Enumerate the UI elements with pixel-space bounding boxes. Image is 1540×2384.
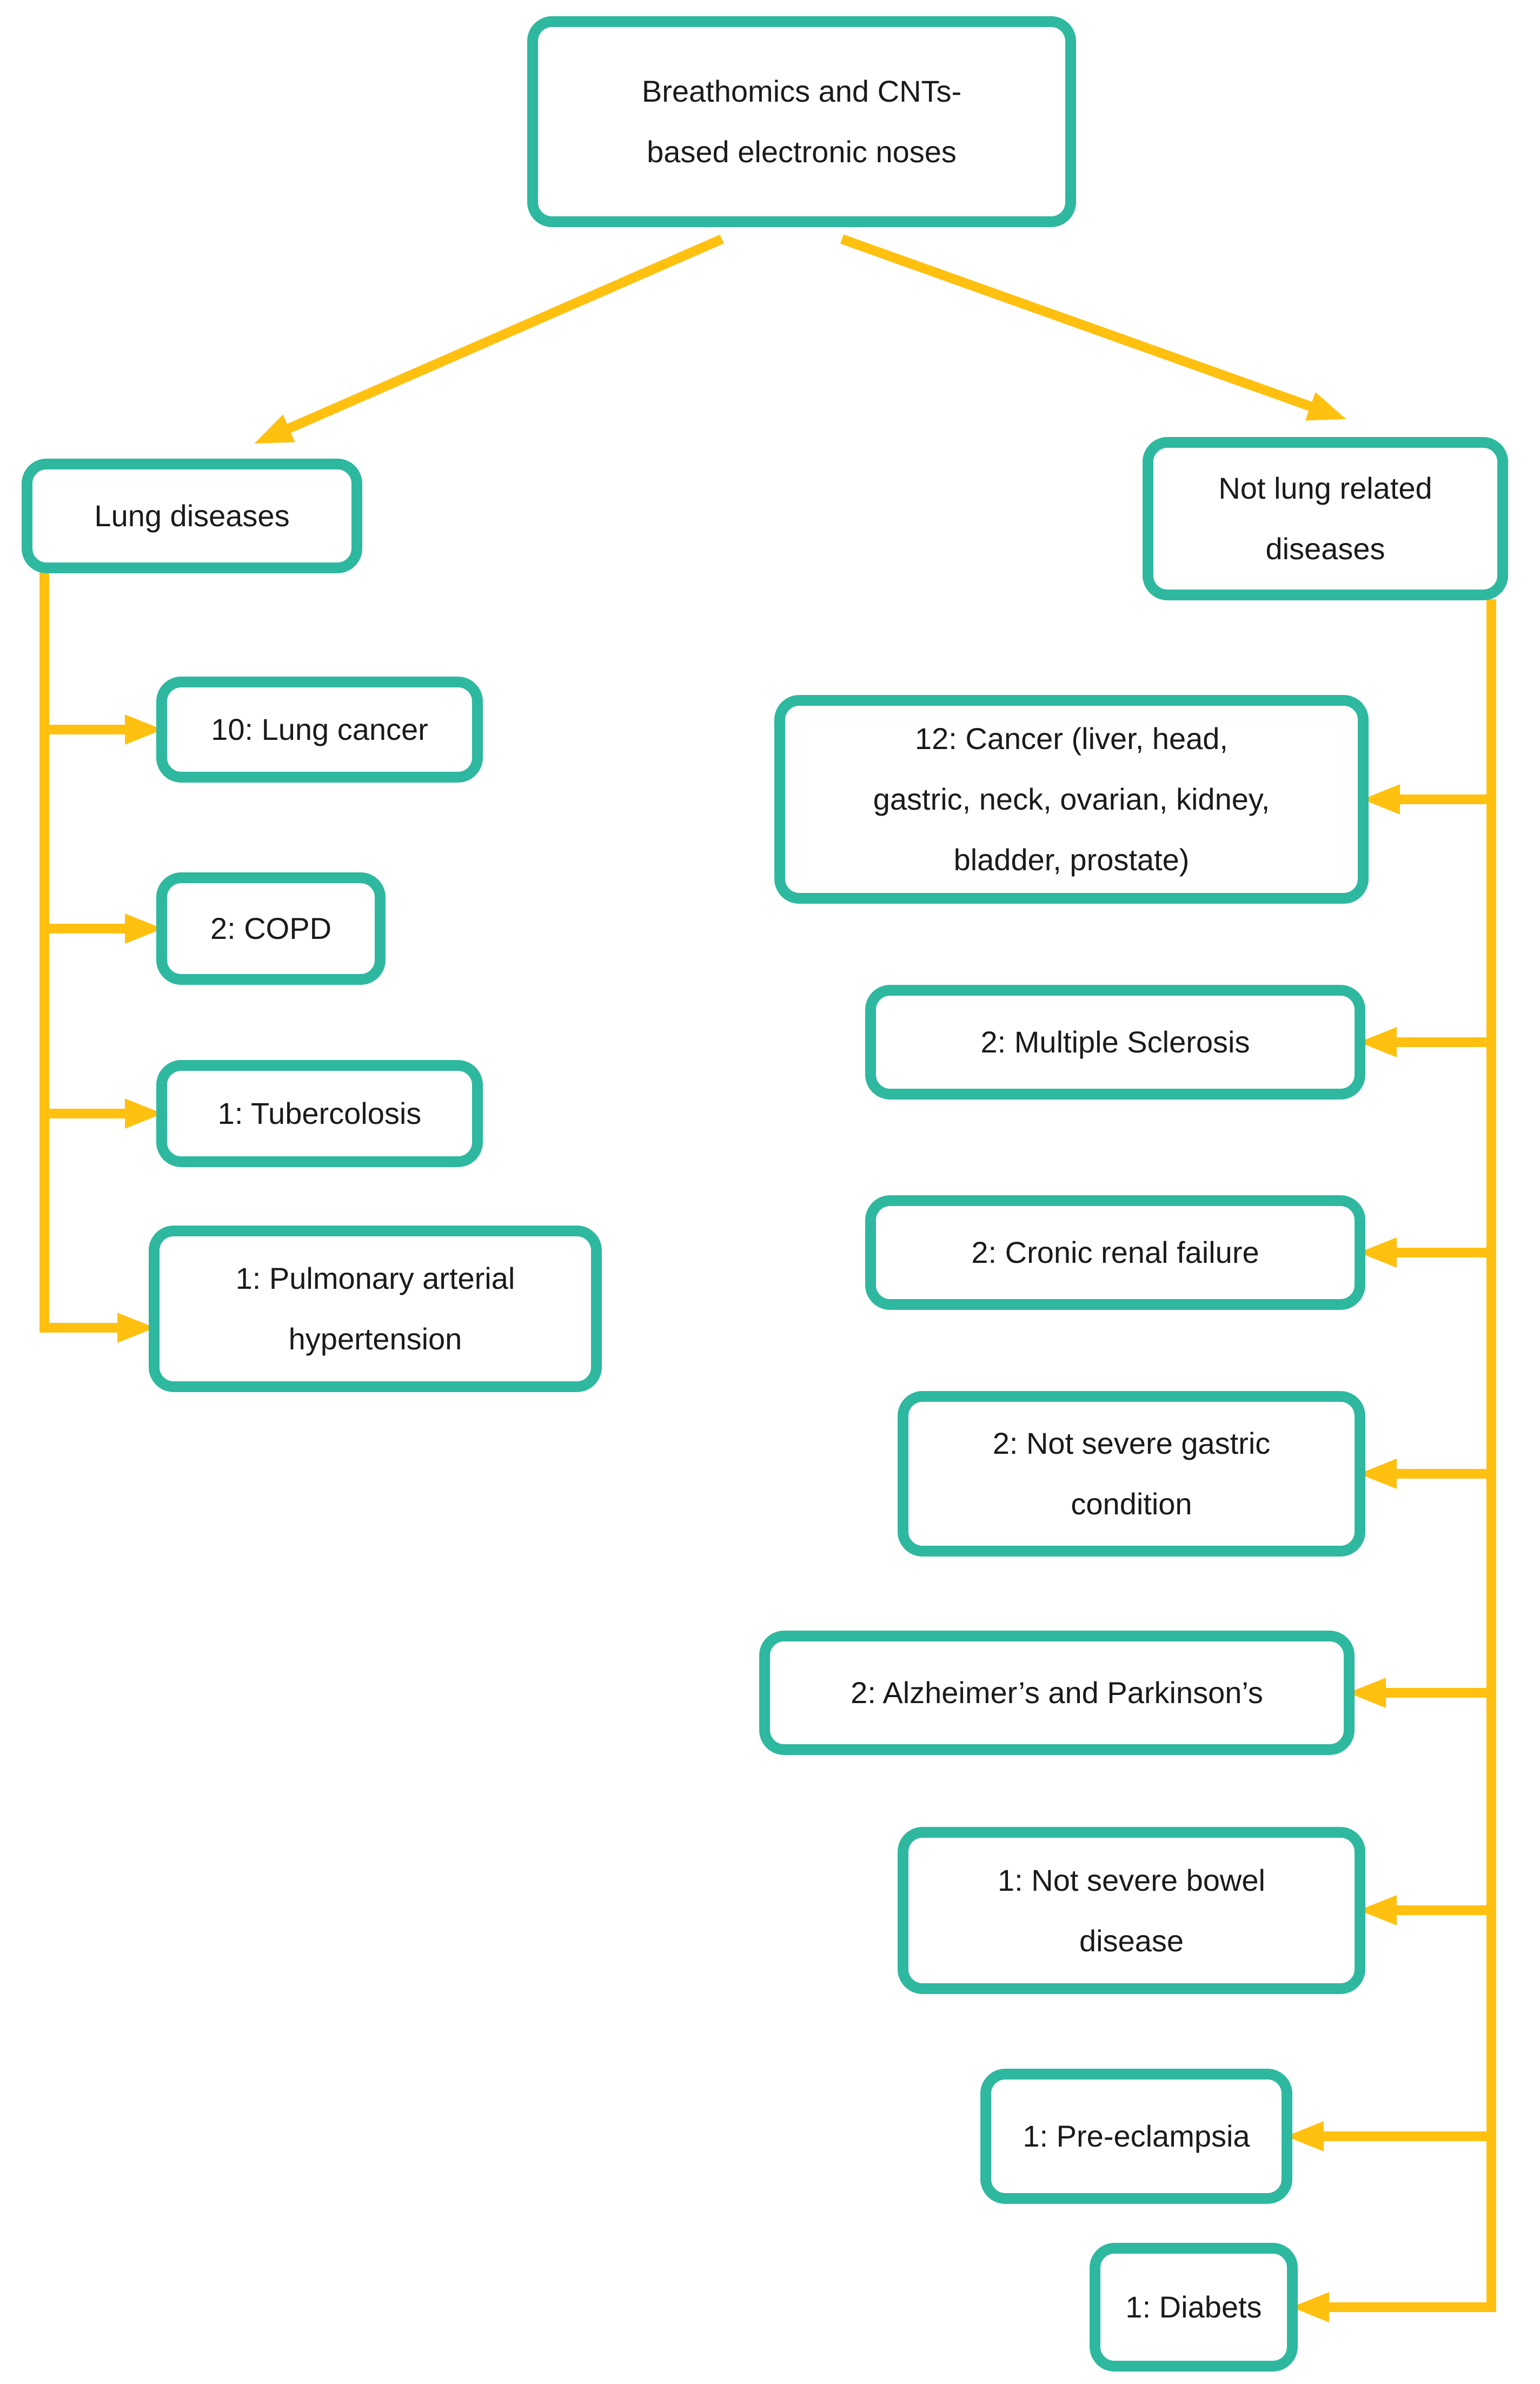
node-not-lung-line2: diseases (1265, 532, 1385, 566)
node-tubercolosis: 1: Tubercolosis (156, 1060, 483, 1167)
node-preeclampsia-label: 1: Pre-eclampsia (1023, 2119, 1250, 2153)
node-pah-line1: 1: Pulmonary arterial (235, 1261, 515, 1295)
node-diabets: 1: Diabets (1090, 2243, 1298, 2372)
node-cancer-12-line3: bladder, prostate) (953, 843, 1190, 877)
node-lung-cancer: 10: Lung cancer (156, 677, 483, 783)
node-alzheimers-parkinsons: 2: Alzheimer’s and Parkinson’s (759, 1631, 1355, 1755)
node-root-line1: Breathomics and CNTs- (641, 74, 962, 108)
trunk-not-lung-with-arrow-diabets (1291, 599, 1496, 2322)
node-alz-label: 2: Alzheimer’s and Parkinson’s (851, 1676, 1263, 1710)
node-pah-line2: hypertension (288, 1322, 462, 1356)
node-pre-eclampsia: 1: Pre-eclampsia (980, 2069, 1292, 2204)
node-bowel-line1: 1: Not severe bowel (998, 1863, 1265, 1897)
node-tubercolosis-label: 1: Tubercolosis (217, 1096, 422, 1130)
node-not-lung-diseases: Not lung related diseases (1143, 437, 1508, 600)
node-root-line2: based electronic noses (647, 135, 957, 169)
node-ms-label: 2: Multiple Sclerosis (980, 1025, 1250, 1059)
node-bowel-disease: 1: Not severe bowel disease (898, 1827, 1365, 1994)
node-copd: 2: COPD (156, 872, 386, 985)
node-pulmonary-arterial-hypertension: 1: Pulmonary arterial hypertension (149, 1226, 602, 1392)
node-root: Breathomics and CNTs- based electronic n… (527, 16, 1076, 227)
node-lung-diseases: Lung diseases (22, 459, 362, 573)
node-not-lung-line1: Not lung related (1218, 471, 1432, 505)
node-gastric-line2: condition (1071, 1487, 1192, 1521)
node-lung-cancer-label: 10: Lung cancer (211, 712, 428, 746)
trunk-lung-with-arrow-pulmonary (39, 572, 155, 1343)
arrow-root-to-lung-diseases (254, 234, 724, 444)
node-cancer-12-line2: gastric, neck, ovarian, kidney, (873, 782, 1270, 816)
node-bowel-line2: disease (1079, 1923, 1184, 1958)
node-gastric-line1: 2: Not severe gastric (992, 1426, 1271, 1460)
node-cancer-12: 12: Cancer (liver, head, gastric, neck, … (774, 695, 1369, 904)
node-cancer-12-line1: 12: Cancer (liver, head, (915, 721, 1228, 756)
node-cronic-renal-failure: 2: Cronic renal failure (865, 1195, 1365, 1310)
node-gastric-condition: 2: Not severe gastric condition (898, 1391, 1365, 1557)
node-crf-label: 2: Cronic renal failure (971, 1235, 1259, 1269)
arrow-root-to-not-lung-diseases (840, 234, 1346, 421)
node-lung-diseases-label: Lung diseases (94, 499, 290, 533)
node-copd-label: 2: COPD (210, 911, 332, 945)
node-diabets-label: 1: Diabets (1125, 2290, 1262, 2324)
node-multiple-sclerosis: 2: Multiple Sclerosis (865, 985, 1365, 1100)
